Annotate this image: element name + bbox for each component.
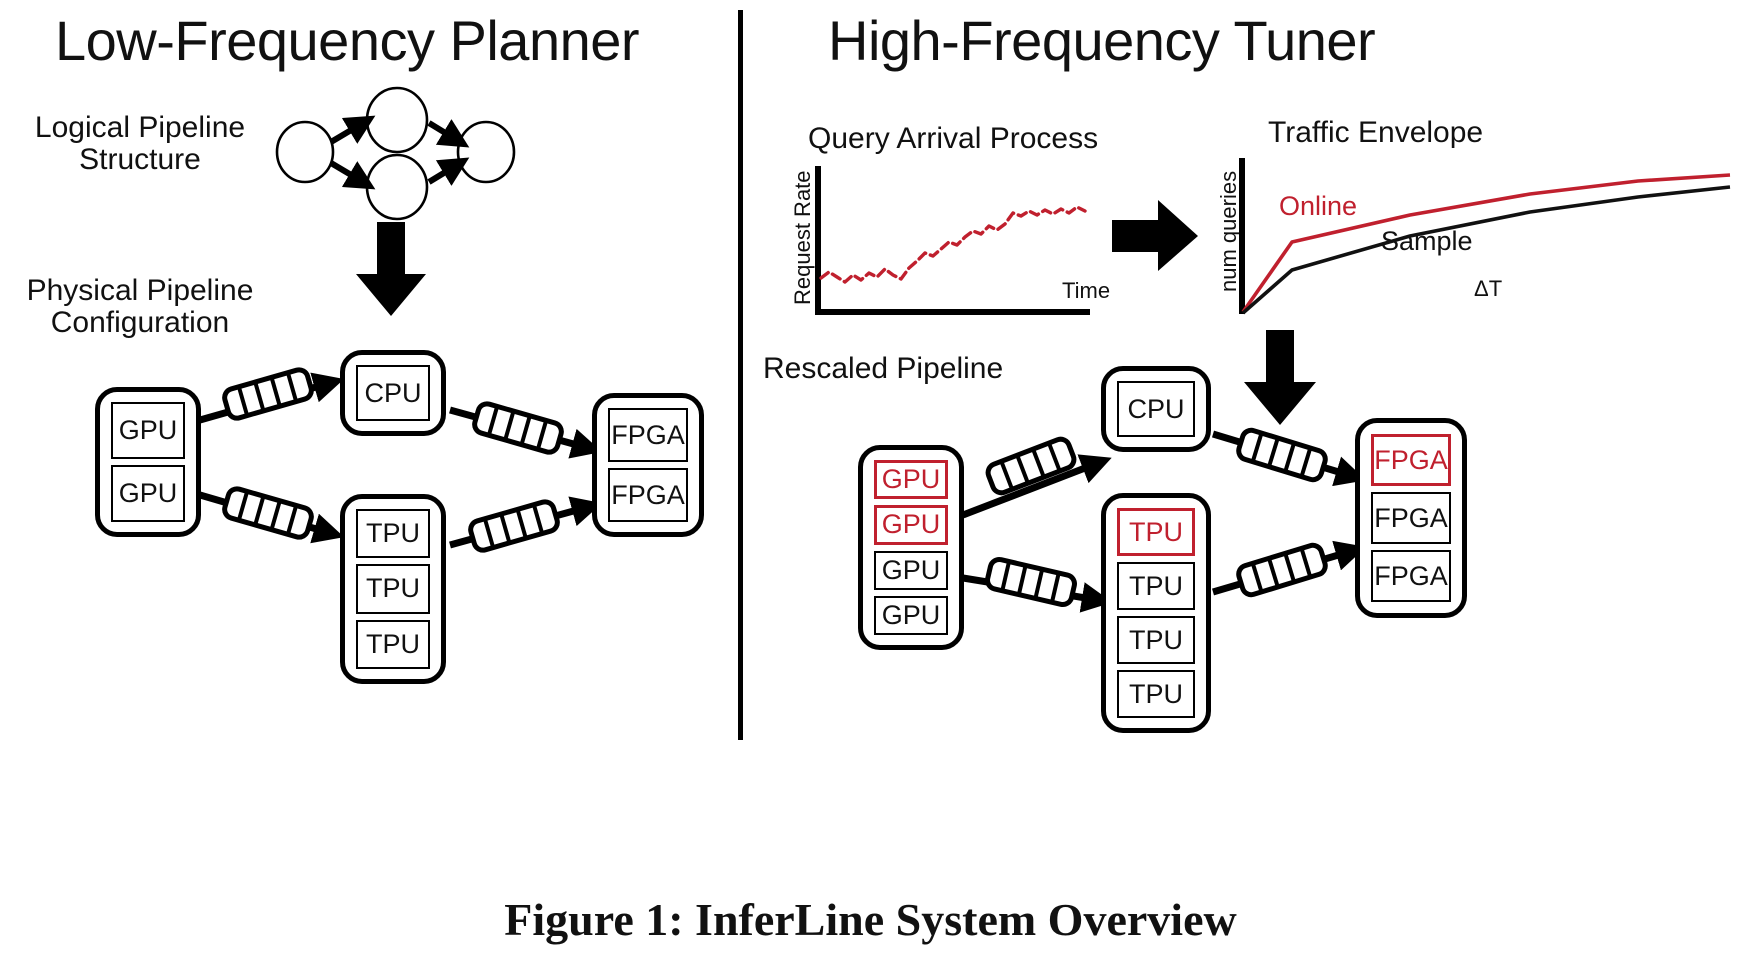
queue-icon [222, 486, 314, 540]
right-cpu-stage[interactable]: CPU [1101, 366, 1211, 452]
right-panel-title: High-Frequency Tuner [828, 9, 1376, 72]
left-cpu-stage[interactable]: CPU [340, 350, 446, 436]
rescaled-pipeline-label: Rescaled Pipeline [763, 352, 1004, 385]
hw-cell-fpga[interactable]: FPGA [608, 468, 688, 522]
right-fpga-stage[interactable]: FPGA FPGA FPGA [1355, 418, 1467, 618]
down-arrow-icon [356, 222, 426, 316]
queue-icon [472, 401, 564, 455]
left-panel-title: Low-Frequency Planner [55, 9, 640, 72]
queue-icon [468, 499, 560, 553]
hw-cell-fpga[interactable]: FPGA [1371, 492, 1451, 544]
hw-cell-fpga[interactable]: FPGA [1371, 550, 1451, 602]
right-arrow-icon [1112, 200, 1198, 271]
queue-icon [985, 436, 1077, 496]
panel-divider [738, 10, 743, 740]
hw-cell-cpu[interactable]: CPU [1117, 381, 1195, 437]
hw-cell-gpu[interactable]: GPU [874, 460, 948, 500]
query-arrival-xlabel: Time [1062, 278, 1111, 303]
hw-cell-tpu[interactable]: TPU [356, 619, 430, 669]
hw-cell-tpu[interactable]: TPU [1117, 670, 1195, 719]
hw-cell-cpu[interactable]: CPU [356, 365, 430, 421]
figure-caption: Figure 1: InferLine System Overview [504, 894, 1237, 945]
hw-cell-tpu[interactable]: TPU [1117, 616, 1195, 665]
query-arrival-chart-title: Query Arrival Process [808, 122, 1099, 155]
queue-icon [1236, 427, 1328, 483]
physical-pipeline-label: Physical Pipeline Configuration [26, 274, 254, 340]
traffic-envelope-series-sample: Sample [1381, 226, 1473, 256]
traffic-envelope-xlabel: ΔT [1474, 276, 1503, 301]
hw-cell-tpu[interactable]: TPU [356, 564, 430, 614]
hw-cell-fpga[interactable]: FPGA [608, 408, 688, 462]
hw-cell-gpu[interactable]: GPU [874, 550, 948, 590]
logical-pipeline-dag [275, 86, 516, 221]
hw-cell-tpu[interactable]: TPU [356, 509, 430, 559]
queue-icon [1236, 542, 1328, 598]
hw-cell-gpu[interactable]: GPU [111, 465, 185, 522]
left-tpu-stage[interactable]: TPU TPU TPU [340, 494, 446, 684]
hw-cell-gpu[interactable]: GPU [874, 505, 948, 545]
traffic-envelope-chart-title: Traffic Envelope [1268, 116, 1484, 149]
traffic-envelope-plot [1239, 158, 1731, 315]
hw-cell-fpga[interactable]: FPGA [1371, 434, 1451, 486]
right-gpu-stage[interactable]: GPU GPU GPU GPU [858, 445, 964, 650]
right-tpu-stage[interactable]: TPU TPU TPU TPU [1101, 493, 1211, 733]
down-arrow-icon [1244, 330, 1316, 425]
queue-icon [985, 557, 1077, 607]
query-arrival-plot [815, 166, 1090, 315]
hw-cell-gpu[interactable]: GPU [111, 402, 185, 459]
hw-cell-gpu[interactable]: GPU [874, 595, 948, 635]
left-gpu-stage[interactable]: GPU GPU [95, 387, 201, 537]
hw-cell-tpu[interactable]: TPU [1117, 508, 1195, 557]
hw-cell-tpu[interactable]: TPU [1117, 562, 1195, 611]
left-fpga-stage[interactable]: FPGA FPGA [592, 393, 704, 537]
traffic-envelope-series-online: Online [1279, 191, 1358, 221]
logical-pipeline-label: Logical Pipeline Structure [34, 111, 246, 177]
queue-icon [222, 367, 314, 421]
